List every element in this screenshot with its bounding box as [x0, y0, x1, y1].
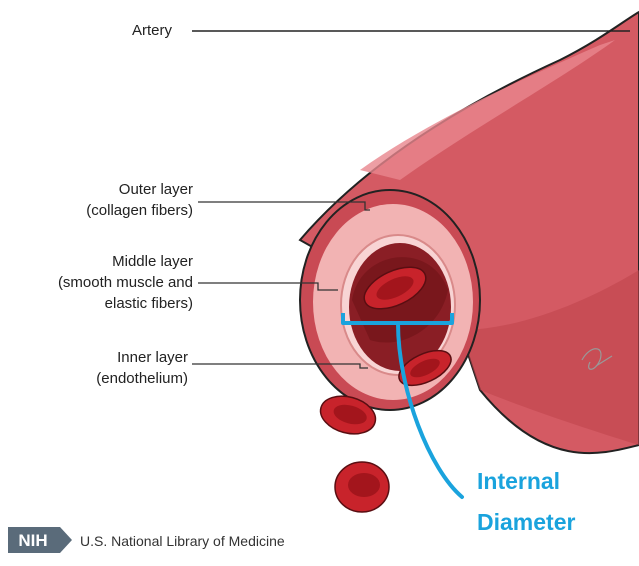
- middle-layer-detail-1: (smooth muscle and: [0, 272, 193, 293]
- outer-layer-detail: (collagen fibers): [40, 200, 193, 221]
- inner-layer-label: Inner layer: [40, 347, 188, 368]
- nih-logo: NIH: [8, 527, 72, 553]
- inner-layer-detail: (endothelium): [40, 368, 188, 389]
- middle-layer-label: Middle layer: [0, 251, 193, 272]
- nih-logo-text: NIH: [18, 531, 47, 550]
- blood-cell-falling-2: [335, 462, 389, 512]
- internal-diameter-label-line2: Diameter: [477, 505, 575, 539]
- internal-diameter-label-line1: Internal: [477, 464, 560, 498]
- middle-layer-detail-2: elastic fibers): [0, 293, 193, 314]
- outer-layer-label: Outer layer: [40, 179, 193, 200]
- nlm-org-name: U.S. National Library of Medicine: [80, 533, 285, 549]
- artery-label: Artery: [132, 20, 172, 41]
